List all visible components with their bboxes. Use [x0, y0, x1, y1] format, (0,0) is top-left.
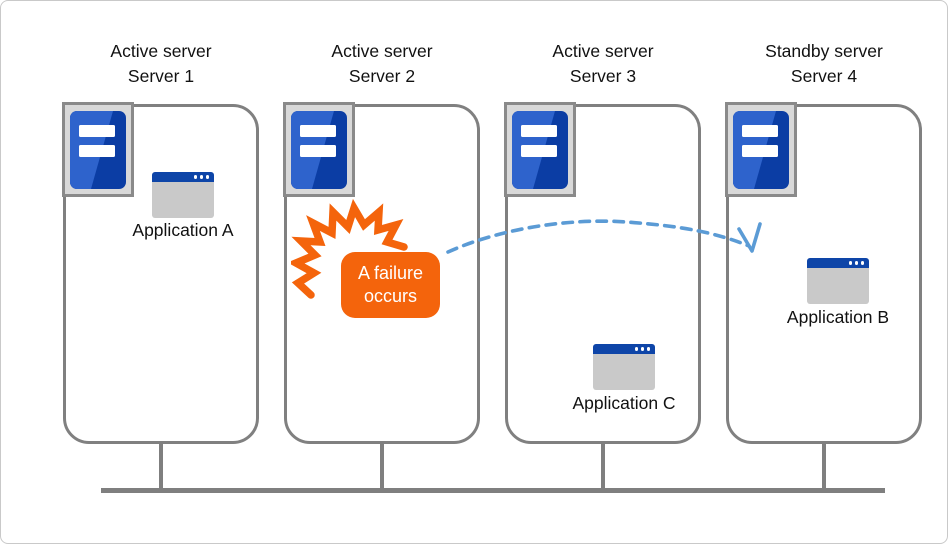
app-window-body: [593, 354, 655, 390]
app-a-label: Application A: [132, 220, 234, 240]
server-1-title: Active server Server 1: [43, 39, 279, 89]
window-dot-icon: [646, 347, 650, 351]
network-bus-line: [101, 488, 885, 493]
server-2-title: Active server Server 2: [264, 39, 500, 89]
server-connector-line: [159, 442, 163, 490]
window-dot-icon: [205, 175, 209, 179]
server-3-title: Active server Server 3: [485, 39, 721, 89]
window-dot-icon: [193, 175, 197, 179]
server-3-role: Active server: [552, 41, 654, 61]
server-1-role: Active server: [110, 41, 212, 61]
server-1-name: Server 1: [127, 66, 195, 86]
server-tower-icon: [283, 102, 355, 197]
failure-callout: A failure occurs: [341, 252, 440, 318]
app-c-label: Application C: [572, 393, 676, 413]
server-4-title: Standby server Server 4: [706, 39, 942, 89]
server-connector-line: [380, 442, 384, 490]
server-tower-icon: [504, 102, 576, 197]
server-tower-icon: [62, 102, 134, 197]
server-4-role: Standby server: [765, 41, 883, 61]
window-dot-icon: [848, 261, 852, 265]
app-window-titlebar: [807, 258, 869, 268]
window-dot-icon: [199, 175, 203, 179]
server-tower-glyph: [291, 110, 347, 189]
server-2-role: Active server: [331, 41, 433, 61]
server-3-group: Active server Server 3 Application C: [504, 1, 701, 543]
server-tower-glyph: [512, 110, 568, 189]
app-window-icon: [593, 344, 655, 390]
window-dot-icon: [634, 347, 638, 351]
server-connector-line: [601, 442, 605, 490]
explosion-burst-icon: [291, 198, 408, 299]
server-connector-line: [822, 442, 826, 490]
server-2-name: Server 2: [348, 66, 416, 86]
server-2-group: Active server Server 2 A failure occurs: [283, 1, 480, 543]
app-window-icon: [152, 172, 214, 218]
server-tower-icon: [725, 102, 797, 197]
server-4-name: Server 4: [790, 66, 858, 86]
server-1-group: Active server Server 1 Application A: [62, 1, 259, 543]
app-window-body: [807, 268, 869, 304]
server-3-name: Server 3: [569, 66, 637, 86]
server-tower-glyph: [733, 110, 789, 189]
window-dot-icon: [640, 347, 644, 351]
failure-text-line1: A failure: [357, 263, 424, 283]
window-dot-icon: [854, 261, 858, 265]
app-b-label: Application B: [786, 307, 890, 327]
window-dot-icon: [860, 261, 864, 265]
server-4-group: Standby server Server 4 Application B: [725, 1, 922, 543]
app-window-icon: [807, 258, 869, 304]
app-window-titlebar: [152, 172, 214, 182]
app-window-body: [152, 182, 214, 218]
failure-text-line2: occurs: [363, 286, 417, 306]
server-tower-glyph: [70, 110, 126, 189]
app-window-titlebar: [593, 344, 655, 354]
